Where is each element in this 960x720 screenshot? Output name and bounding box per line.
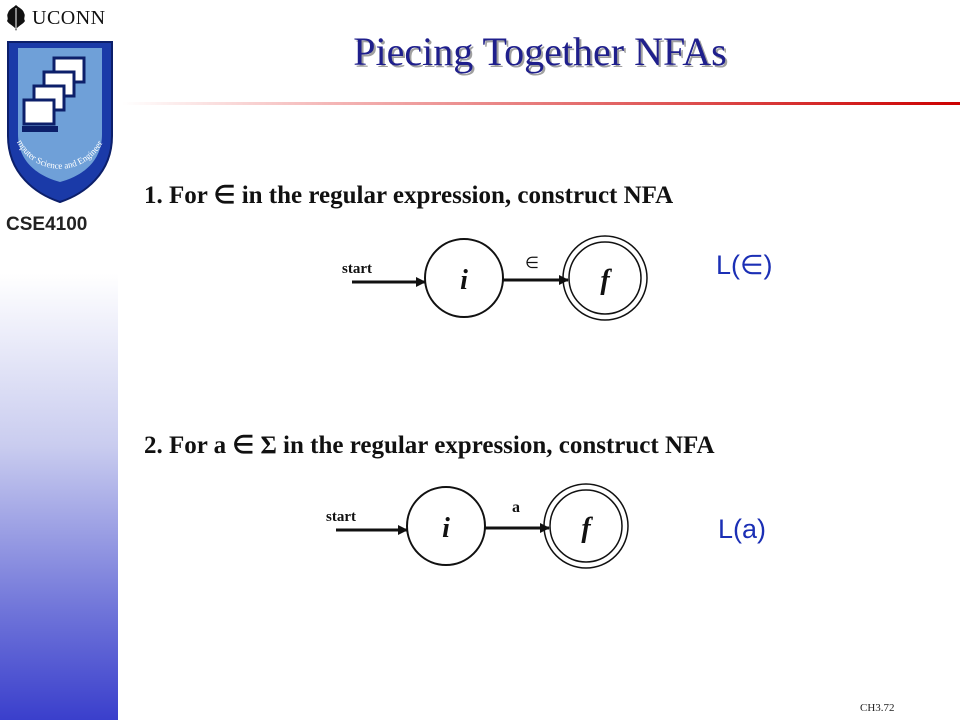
title-divider [122,102,960,105]
nfa-epsilon: start i ∈ f [342,235,648,321]
state-i-label: i [460,265,468,296]
logo-text: UCONN [32,6,106,29]
state-f-outer [562,235,648,321]
language-a: L(a) [718,514,767,544]
state-i [406,486,486,566]
course-code: CSE4100 [6,214,88,235]
computer-stack-icon [22,56,86,132]
state-f-outer [543,483,629,569]
nfa-symbol: start i a f [326,483,629,569]
oak-leaf-icon [7,5,25,31]
state-f-label: f [600,265,612,296]
uconn-logo: UCONN [4,4,106,32]
slide-number: CH3.72 [860,702,895,714]
cse-seal-logo: Computer Science and Engineering [4,36,113,204]
start-label: start [326,509,356,525]
page-title: Piecing Together NFAs [353,29,727,74]
step-1-text: 1. For ∈ in the regular expression, cons… [144,182,674,209]
state-i [424,238,504,318]
step-2-text: 2. For a ∈ Σ in the regular expression, … [144,432,715,459]
edge-label: ∈ [525,255,539,272]
state-f-inner [549,489,623,563]
state-i-label: i [442,513,450,544]
start-label: start [342,261,372,277]
edge-label: a [512,499,520,516]
state-f-label: f [581,513,593,544]
state-f-inner [568,241,642,315]
language-epsilon: L(∈) [716,250,773,280]
